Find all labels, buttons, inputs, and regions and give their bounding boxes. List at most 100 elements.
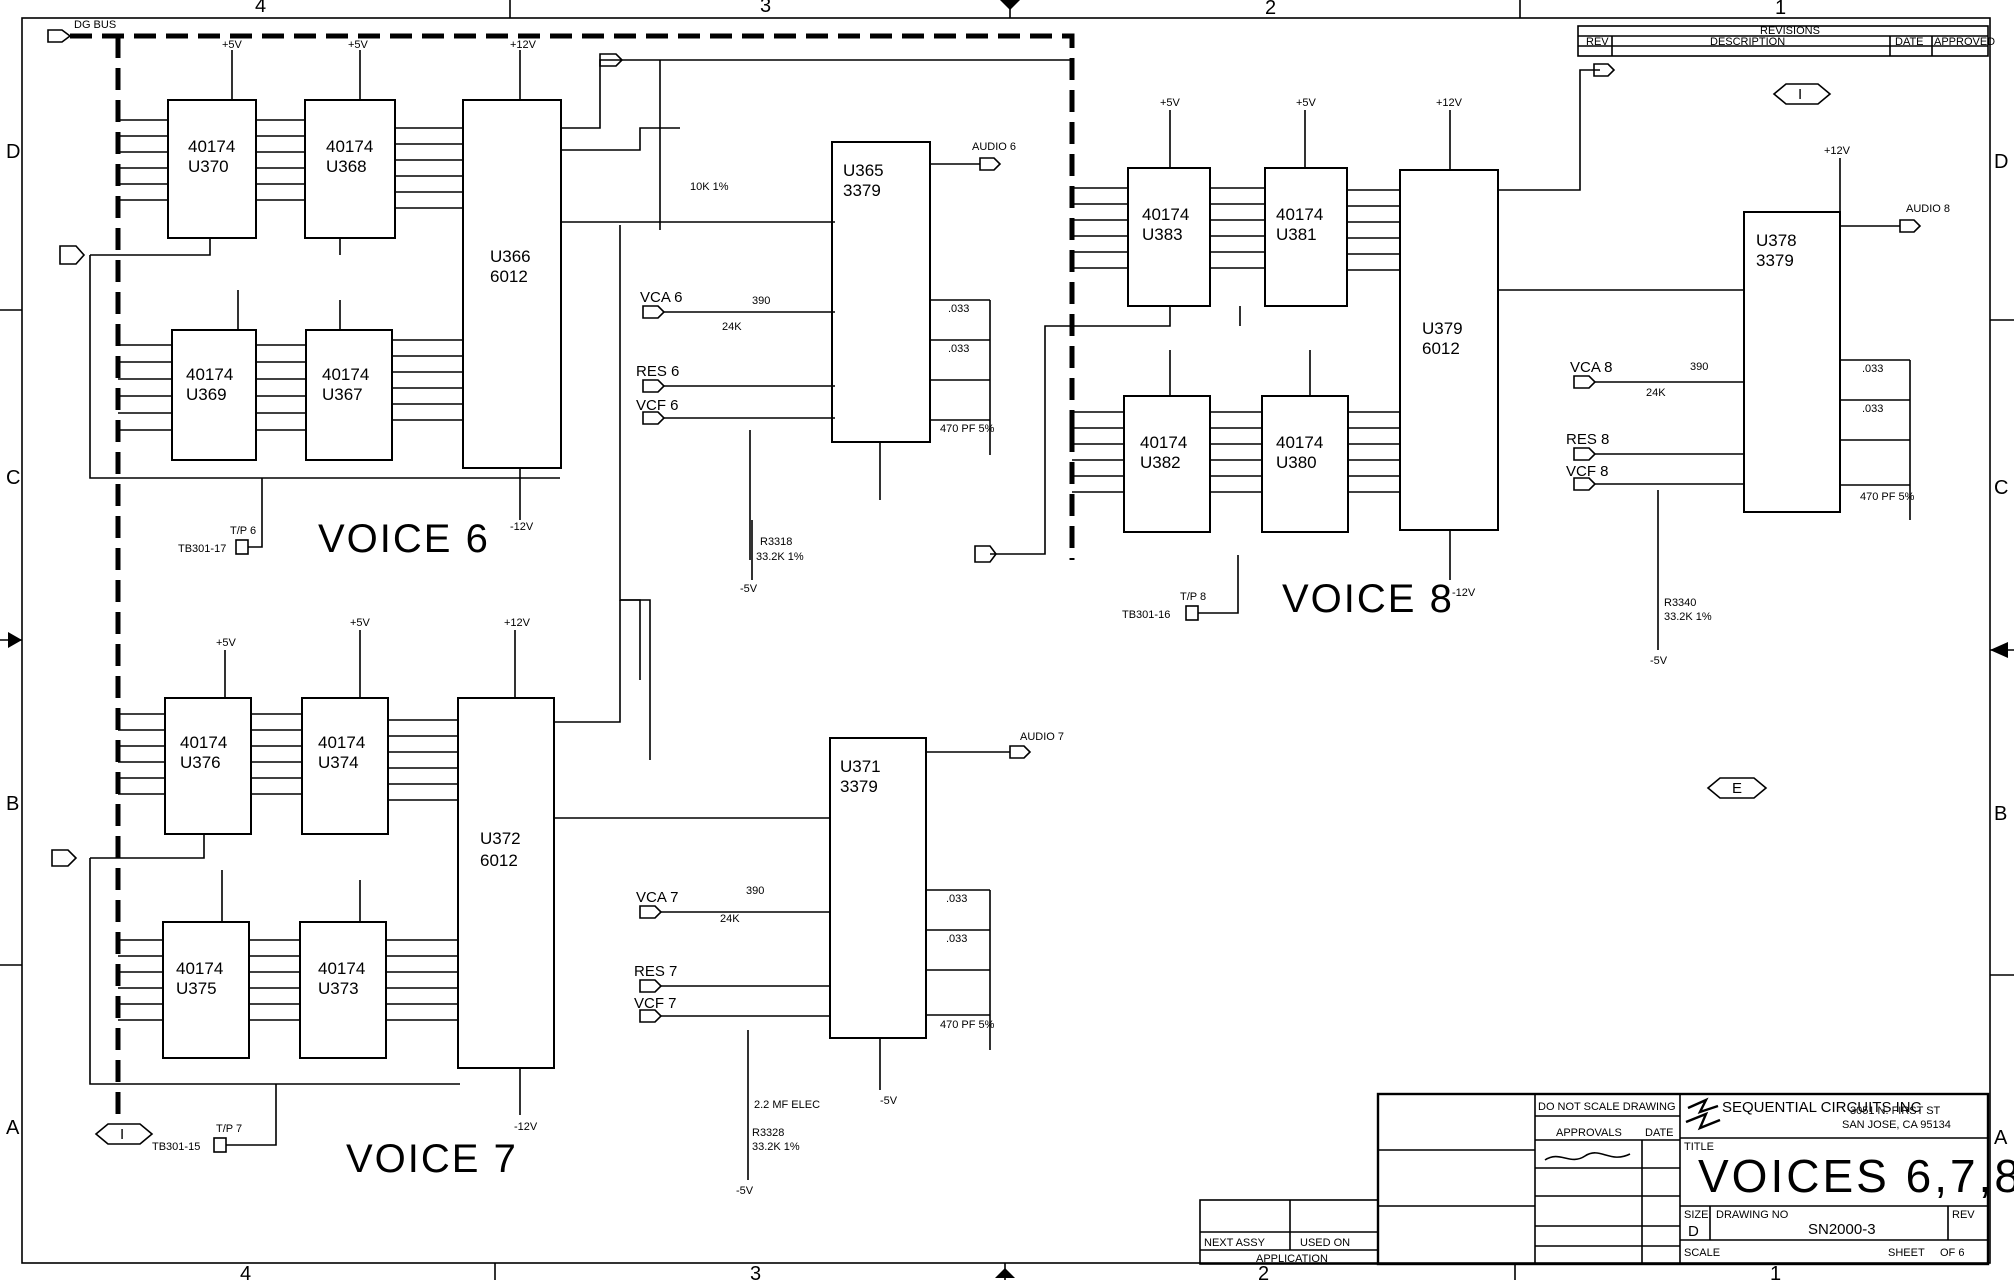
voice7-section: 40174 U376 40174 U374 40174 U375 40174 U… bbox=[51, 599, 1064, 1197]
v8-r33k: 33.2K 1% bbox=[1664, 611, 1712, 623]
res6-label: RES 6 bbox=[636, 363, 679, 380]
revisions-col-description: DESCRIPTION bbox=[1710, 36, 1785, 48]
u367-part: 40174 bbox=[322, 365, 369, 384]
v8-m12v: -12V bbox=[1452, 587, 1476, 599]
chip-u375 bbox=[162, 921, 250, 1059]
bus-label: DG BUS bbox=[74, 19, 116, 31]
chip-u373 bbox=[299, 921, 387, 1059]
v6-p5v-a: +5V bbox=[222, 39, 243, 51]
u378-ref: U378 bbox=[1756, 231, 1797, 250]
v8-c033-a: .033 bbox=[1862, 363, 1883, 375]
u365-ref: U365 bbox=[843, 161, 884, 180]
u374-ref: U374 bbox=[318, 753, 359, 772]
u366-part: 6012 bbox=[490, 267, 528, 286]
u370-part: 40174 bbox=[188, 137, 235, 156]
u369-part: 40174 bbox=[186, 365, 233, 384]
v7-p5v-a: +5V bbox=[216, 637, 237, 649]
chip-u365 bbox=[831, 141, 931, 443]
v7-r390: 390 bbox=[746, 885, 764, 897]
chip-u370 bbox=[167, 99, 257, 239]
zone-right-a: A bbox=[1994, 1127, 2008, 1149]
v6-r390: 390 bbox=[752, 295, 770, 307]
u379-part: 6012 bbox=[1422, 339, 1460, 358]
u371-part: 3379 bbox=[840, 777, 878, 796]
v8-p5v-b: +5V bbox=[1296, 97, 1317, 109]
v8-c470: 470 PF 5% bbox=[1860, 491, 1915, 503]
company-name: SEQUENTIAL CIRCUITS INC bbox=[1722, 1099, 1922, 1116]
chip-u380 bbox=[1261, 395, 1349, 533]
v7-p5v-b: +5V bbox=[350, 617, 371, 629]
title-block: DO NOT SCALE DRAWING APPROVALS DATE SEQU… bbox=[1199, 1092, 2014, 1266]
zone-right-b: B bbox=[1994, 803, 2007, 825]
v8-p12v: +12V bbox=[1436, 97, 1463, 109]
vcf6-label: VCF 6 bbox=[636, 397, 679, 414]
v6-p12v: +12V bbox=[510, 39, 537, 51]
zone-left-c: C bbox=[6, 467, 20, 489]
zone-bottom-3: 3 bbox=[750, 1263, 761, 1280]
tp8-label: T/P 8 bbox=[1180, 591, 1206, 603]
tb7-label: TB301-15 bbox=[152, 1141, 200, 1153]
u376-part: 40174 bbox=[180, 733, 227, 752]
tp7-label: T/P 7 bbox=[216, 1123, 242, 1135]
sheet-value: OF 6 bbox=[1940, 1247, 1964, 1259]
zone-bottom-1: 1 bbox=[1770, 1263, 1781, 1280]
chip-u381 bbox=[1264, 167, 1348, 307]
drawing-no-value: SN2000-3 bbox=[1808, 1221, 1876, 1238]
chip-u368 bbox=[304, 99, 396, 239]
v6-m12v: -12V bbox=[510, 521, 534, 533]
approvals-label: APPROVALS bbox=[1556, 1127, 1622, 1139]
v7-c470: 470 PF 5% bbox=[940, 1019, 995, 1031]
u374-part: 40174 bbox=[318, 733, 365, 752]
tb6-label: TB301-17 bbox=[178, 543, 226, 555]
zone-left-d: D bbox=[6, 141, 20, 163]
u383-part: 40174 bbox=[1142, 205, 1189, 224]
audio6-label: AUDIO 6 bbox=[972, 141, 1016, 153]
v7-m12v: -12V bbox=[514, 1121, 538, 1133]
chip-u374 bbox=[301, 697, 389, 835]
v7-c033-a: .033 bbox=[946, 893, 967, 905]
vca7-label: VCA 7 bbox=[636, 889, 679, 906]
zone-top-4: 4 bbox=[255, 0, 266, 17]
chip-u366 bbox=[462, 99, 562, 469]
voice8-title: VOICE 8 bbox=[1282, 577, 1454, 621]
zone-right-c: C bbox=[1994, 477, 2008, 499]
u375-part: 40174 bbox=[176, 959, 223, 978]
next-assy: NEXT ASSY bbox=[1204, 1237, 1266, 1249]
revisions-table: REVISIONS REV DESCRIPTION DATE APPROVED bbox=[1577, 25, 1995, 57]
voice6-title: VOICE 6 bbox=[318, 517, 490, 561]
v8-c033-b: .033 bbox=[1862, 403, 1883, 415]
voice7-title: VOICE 7 bbox=[346, 1137, 518, 1181]
v7-p12v: +12V bbox=[504, 617, 531, 629]
u367-ref: U367 bbox=[322, 385, 363, 404]
u375-ref: U375 bbox=[176, 979, 217, 998]
title-label: TITLE bbox=[1684, 1141, 1714, 1153]
zone-left-a: A bbox=[6, 1117, 20, 1139]
drawing-no-label: DRAWING NO bbox=[1716, 1209, 1789, 1221]
v7-r24k: 24K bbox=[720, 913, 740, 925]
chip-u372 bbox=[457, 697, 555, 1069]
v7-r33k: 33.2K 1% bbox=[752, 1141, 800, 1153]
u373-ref: U373 bbox=[318, 979, 359, 998]
v6-c470: 470 PF 5% bbox=[940, 423, 995, 435]
u378-part: 3379 bbox=[1756, 251, 1794, 270]
v8-p12v-b: +12V bbox=[1824, 145, 1851, 157]
u381-ref: U381 bbox=[1276, 225, 1317, 244]
scale-label: SCALE bbox=[1684, 1247, 1720, 1259]
res8-label: RES 8 bbox=[1566, 431, 1609, 448]
vcf7-label: VCF 7 bbox=[634, 995, 677, 1012]
marker-i-lower: I bbox=[120, 1126, 124, 1143]
marker-i-upper: I bbox=[1798, 86, 1802, 103]
chip-u376 bbox=[164, 697, 252, 835]
audio7-label: AUDIO 7 bbox=[1020, 731, 1064, 743]
revisions-col-rev: REV bbox=[1586, 36, 1609, 48]
chip-u369 bbox=[171, 329, 257, 461]
zone-bottom-2: 2 bbox=[1258, 1263, 1269, 1280]
vcf8-label: VCF 8 bbox=[1566, 463, 1609, 480]
v7-r3328: R3328 bbox=[752, 1127, 784, 1139]
zone-top-3: 3 bbox=[760, 0, 771, 17]
chip-u367 bbox=[305, 329, 393, 461]
voice8-section: 40174 U383 40174 U381 40174 U382 40174 U… bbox=[974, 63, 1950, 667]
vca6-label: VCA 6 bbox=[640, 289, 683, 306]
v7-c033-b: .033 bbox=[946, 933, 967, 945]
